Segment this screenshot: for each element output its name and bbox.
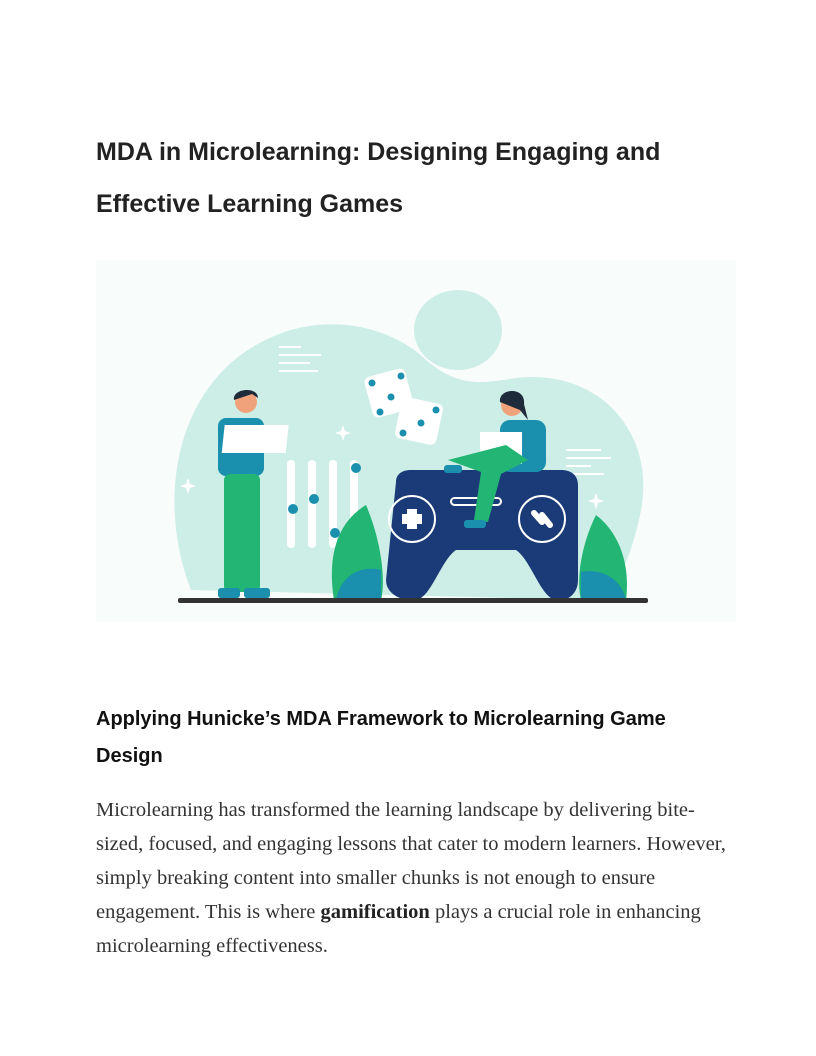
gamers-controller-illustration: [96, 260, 736, 622]
woman-figure: [444, 391, 546, 528]
paragraph-bold-term: gamification: [320, 901, 430, 923]
section-heading: Applying Hunicke’s MDA Framework to Micr…: [96, 708, 666, 767]
paragraph-text-start: Microlearning has transformed the learni…: [96, 799, 726, 923]
body-paragraph: Microlearning has transformed the learni…: [96, 793, 726, 963]
man-figure: [218, 389, 289, 598]
hero-illustration: [96, 260, 736, 622]
paragraph-text-end: plays a crucial role in enhancing microl…: [96, 901, 701, 957]
article-title: MDA in Microlearning: Designing Engaging…: [96, 138, 661, 218]
